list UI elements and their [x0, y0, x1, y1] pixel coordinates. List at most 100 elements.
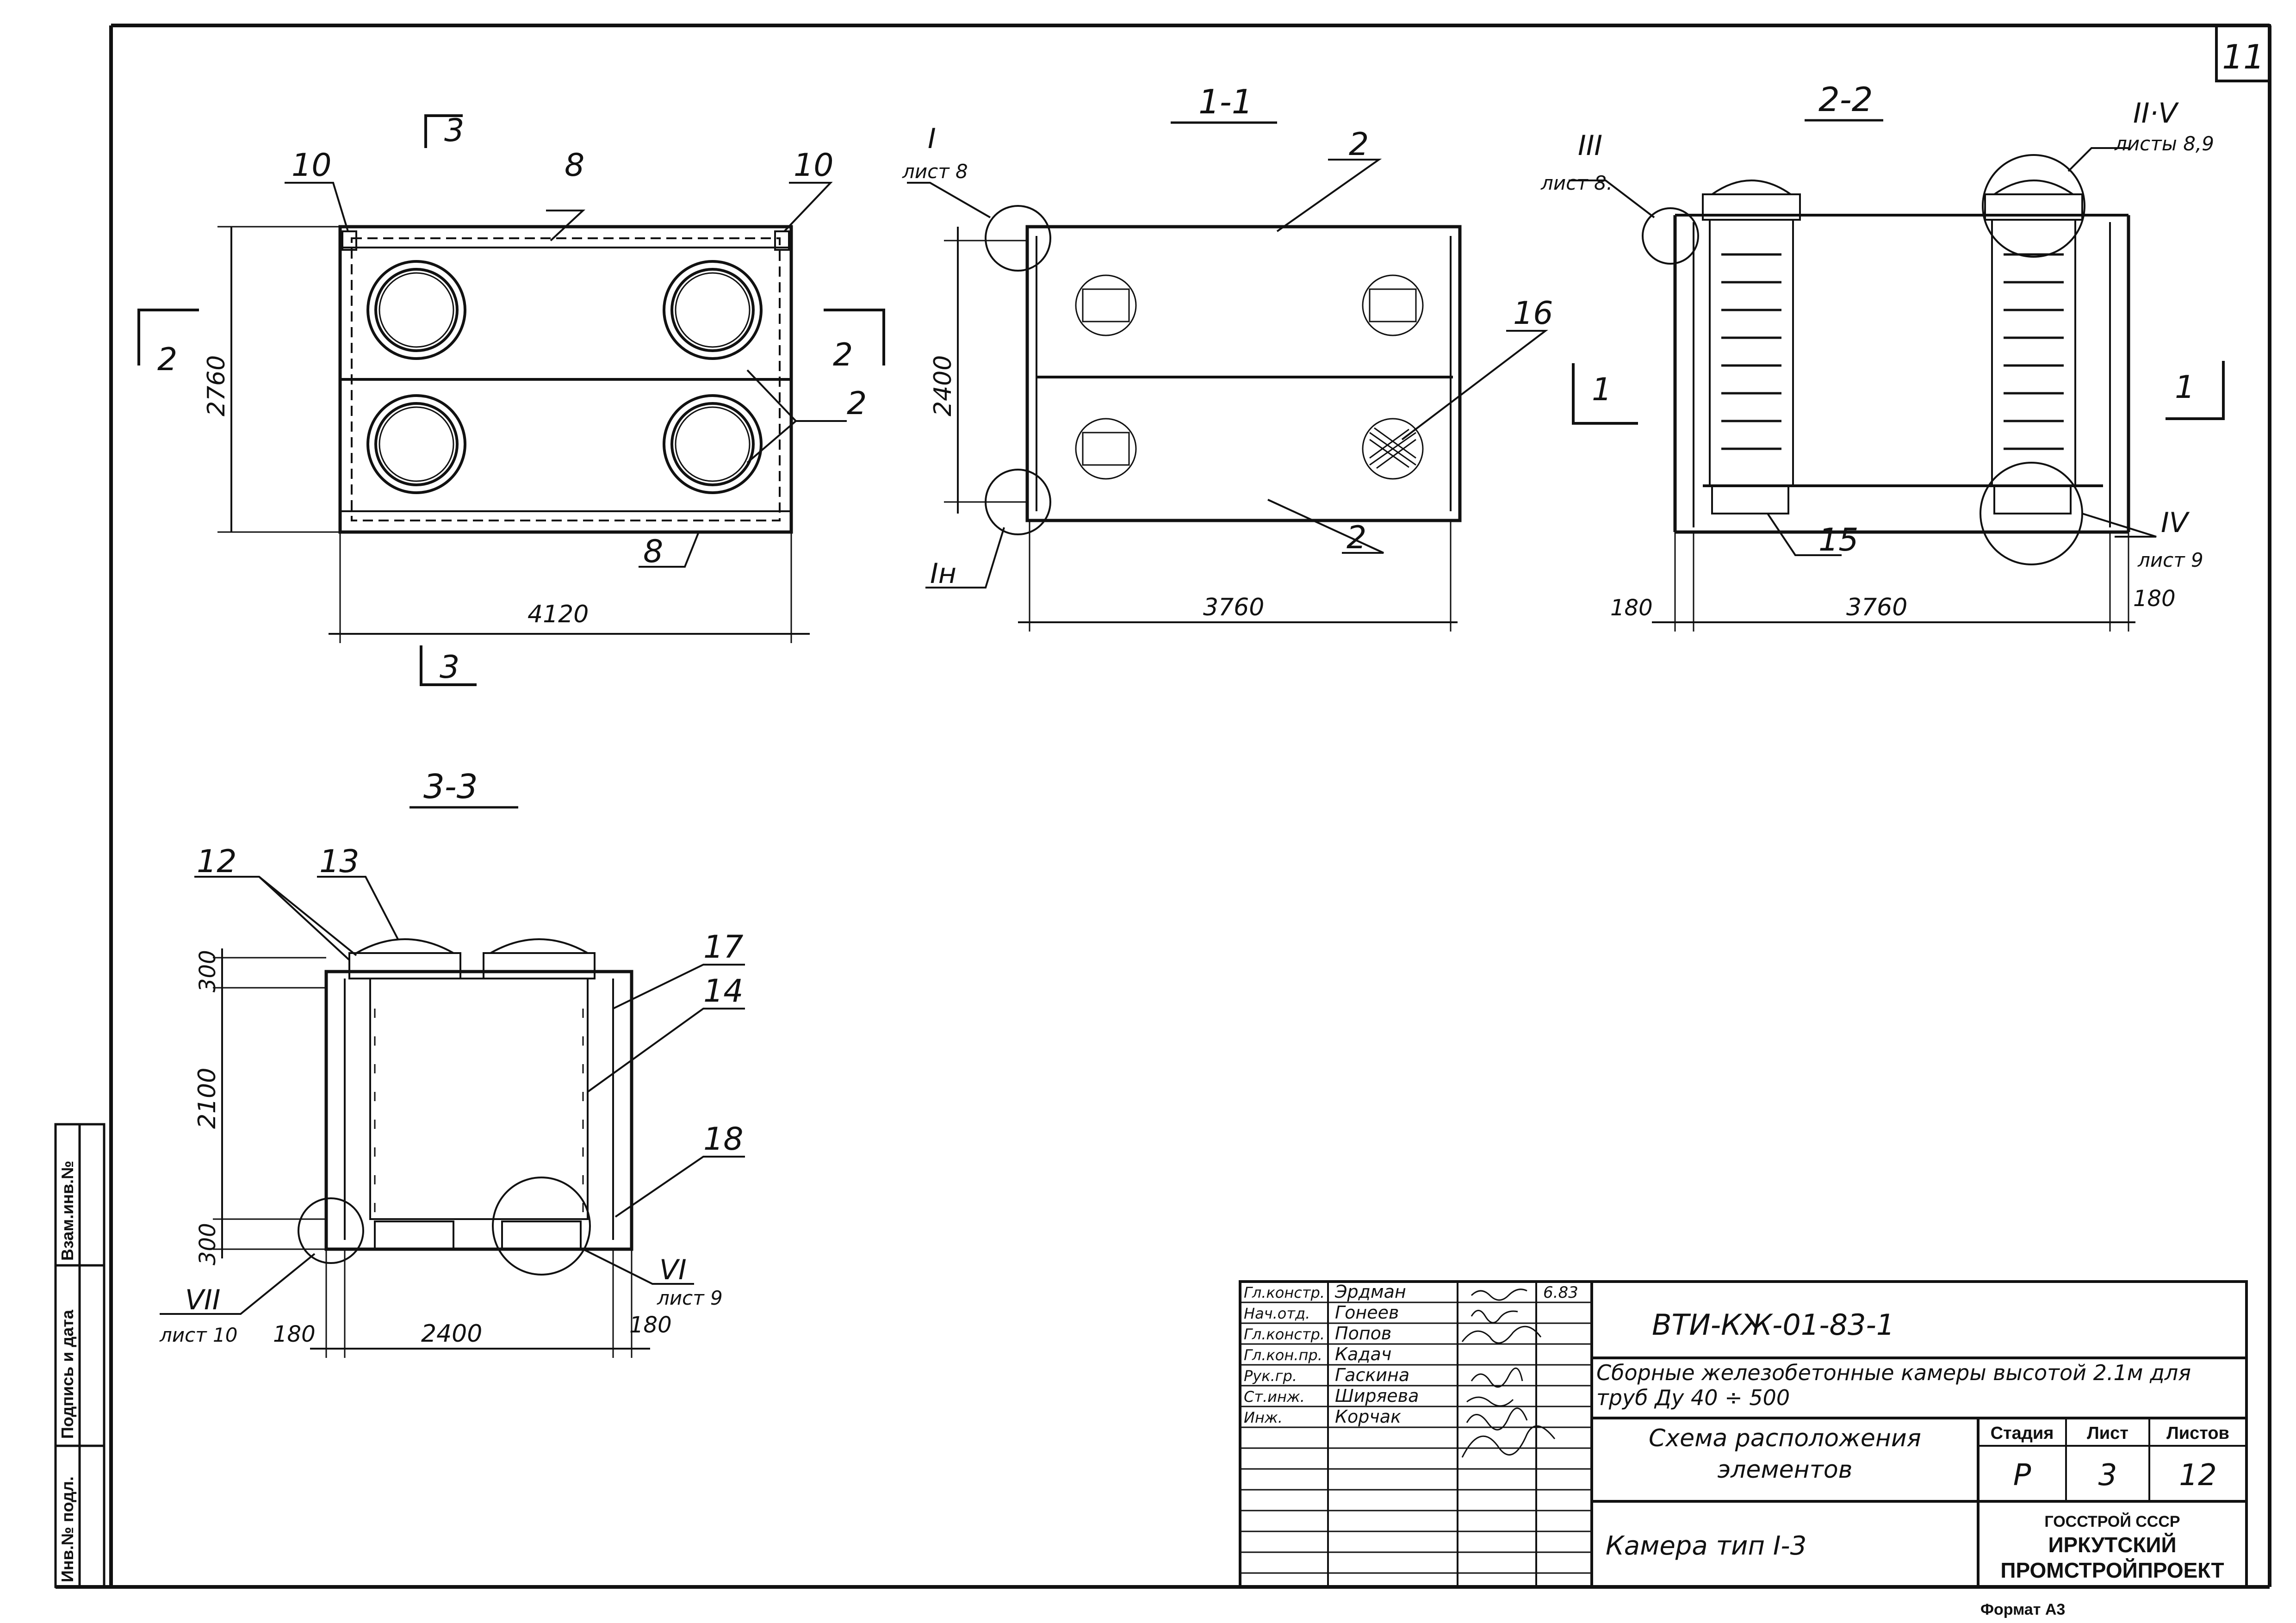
tb-sheet-title: Схема расположения элементов — [1649, 1425, 1921, 1484]
section-3-3-node-VII-sheet: лист 10 — [159, 1324, 238, 1346]
plan-view — [137, 114, 885, 686]
ladder-rungs — [374, 1009, 584, 1212]
plan-cut-2-right: 2 — [833, 337, 853, 373]
section-2-2-title: 2-2 — [1818, 80, 1873, 119]
section-3-3-title: 3-3 — [423, 767, 478, 806]
plan-pos-2: 2 — [847, 385, 867, 422]
section-2-2-pos-15: 15 — [1818, 522, 1859, 558]
plan-cut-2-left: 2 — [157, 341, 177, 378]
section-2-2-node-IV: IV — [2161, 507, 2190, 539]
section-hatch — [1075, 274, 1424, 480]
section-2-2-dim-mid: 3760 — [1846, 594, 1907, 621]
tb-role-1: Гл.констр. — [1244, 1284, 1325, 1301]
tb-org-3: ПРОМСТРОЙПРОЕКТ — [2000, 1558, 2224, 1582]
plan-dim-width: 4120 — [527, 601, 589, 628]
plan-pos-10-left: 10 — [292, 147, 332, 184]
section-2-2-node-IIV: II·V — [2133, 97, 2179, 130]
tb-name-7: Корчак — [1335, 1406, 1401, 1427]
section-1-1-dim-height: 2400 — [929, 355, 957, 416]
tb-name-6: Ширяева — [1335, 1386, 1419, 1406]
section-1-1-pos-2-top: 2 — [1349, 126, 1369, 163]
plan-pos-8-top: 8 — [565, 147, 584, 184]
section-3-3-dim-left: 180 — [273, 1321, 316, 1347]
sheet-number: 11 — [2222, 37, 2265, 76]
plan-cut-3-bottom: 3 — [440, 649, 459, 686]
tb-role-3: Гл.констр. — [1244, 1326, 1325, 1343]
side-stamp-sign: Подпись и дата — [58, 1309, 77, 1439]
section-1-1-pos-2-bottom: 2 — [1347, 520, 1366, 556]
tb-role-4: Гл.кон.пр. — [1244, 1346, 1322, 1364]
tb-role-6: Ст.инж. — [1244, 1388, 1305, 1406]
tb-camera: Камера тип I-3 — [1606, 1531, 1806, 1561]
detail-node-VII — [298, 1197, 364, 1264]
section-3-3-dim-mid: 2100 — [193, 1068, 221, 1129]
section-3-3-pos-13: 13 — [319, 843, 360, 880]
section-3-3-dim-top: 300 — [195, 950, 221, 992]
tb-role-5: Рук.гр. — [1244, 1367, 1297, 1385]
plan-pos-8-bottom: 8 — [643, 533, 663, 570]
plan-manhole — [663, 394, 763, 494]
side-stamp-inv: Инв.№ подл. — [58, 1476, 77, 1582]
section-3-3-pos-12: 12 — [197, 843, 237, 880]
tb-sheets: 12 — [2179, 1458, 2216, 1493]
section-3-3-pos-14: 14 — [703, 973, 744, 1010]
section-3-3-dim-bot: 300 — [195, 1223, 221, 1265]
section-2-2-node-III: III — [1578, 130, 1602, 162]
detail-node-IIV — [1982, 154, 2085, 258]
plan-pos-10-right: 10 — [794, 147, 834, 184]
section-3-3 — [160, 806, 745, 1358]
title-block — [1239, 1280, 2248, 1588]
sheet-frame — [56, 24, 2271, 1589]
tb-stage: Р — [2013, 1458, 2031, 1493]
section-2-2-dim-left: 180 — [1610, 595, 1653, 621]
plan-dim-height: 2760 — [203, 355, 230, 416]
tb-org-2: ИРКУТСКИЙ — [2048, 1533, 2176, 1557]
section-3-3-pos-18: 18 — [703, 1121, 744, 1158]
section-2-2-node-IIV-sheet: листы 8,9 — [2114, 132, 2214, 155]
tb-date: 6.83 — [1543, 1283, 1578, 1302]
section-2-2-node-IV-sheet: лист 9 — [2137, 549, 2203, 571]
sheet-number-box: 11 — [2215, 24, 2271, 82]
tb-name-1: Эрдман — [1334, 1282, 1406, 1302]
tb-org-1: ГОССТРОЙ СССР — [2044, 1512, 2180, 1530]
section-3-3-node-VI: VI — [659, 1254, 687, 1286]
manhole-riser-right — [1984, 180, 2083, 514]
section-1-1-dim-width: 3760 — [1203, 594, 1264, 621]
tb-role-7: Инж. — [1244, 1409, 1283, 1426]
tb-name-2: Гонеев — [1335, 1302, 1399, 1323]
tb-name-5: Гаскина — [1335, 1365, 1409, 1385]
tb-code: ВТИ-КЖ-01-83-1 — [1652, 1308, 1894, 1342]
section-3-3-dim-right: 180 — [629, 1312, 672, 1338]
section-2-2-dim-right: 180 — [2133, 586, 2176, 612]
tb-name-4: Кадач — [1335, 1344, 1391, 1364]
section-1-1 — [907, 121, 1548, 632]
section-2-2 — [1569, 119, 2225, 632]
signatures — [1461, 1288, 1556, 1458]
plan-manhole — [366, 260, 466, 360]
detail-node-VI — [492, 1177, 591, 1276]
section-3-3-node-VII: VII — [185, 1284, 220, 1316]
section-3-3-node-VI-sheet: лист 9 — [657, 1287, 723, 1309]
tb-sheet-header: Лист — [2087, 1424, 2128, 1443]
plan-manhole — [663, 260, 763, 360]
section-2-2-cut-1-left: 1 — [1592, 372, 1612, 408]
tb-sheets-header: Листов — [2166, 1424, 2229, 1443]
section-1-1-pos-16: 16 — [1513, 295, 1553, 332]
tb-sheet: 3 — [2098, 1458, 2117, 1493]
section-1-1-title: 1-1 — [1198, 82, 1253, 121]
tb-role-2: Нач.отд. — [1244, 1305, 1310, 1322]
tb-format: Формат А3 — [1980, 1601, 2065, 1618]
section-2-2-node-III-sheet: лист 8. — [1540, 172, 1613, 194]
side-stamp — [54, 1123, 105, 1588]
section-1-1-node-In: Iн — [930, 558, 956, 590]
tb-name-3: Попов — [1335, 1323, 1391, 1344]
tb-project-title: Сборные железобетонные камеры высотой 2.… — [1596, 1360, 2191, 1410]
section-3-3-dim-width: 2400 — [421, 1320, 482, 1348]
detail-node-III — [1642, 207, 1699, 265]
tb-stage-header: Стадия — [1991, 1424, 2054, 1443]
manhole-riser-left — [1702, 180, 1801, 514]
detail-node-I — [985, 205, 1051, 272]
plan-cut-3-top: 3 — [444, 112, 464, 149]
section-2-2-cut-1-right: 1 — [2175, 369, 2195, 406]
